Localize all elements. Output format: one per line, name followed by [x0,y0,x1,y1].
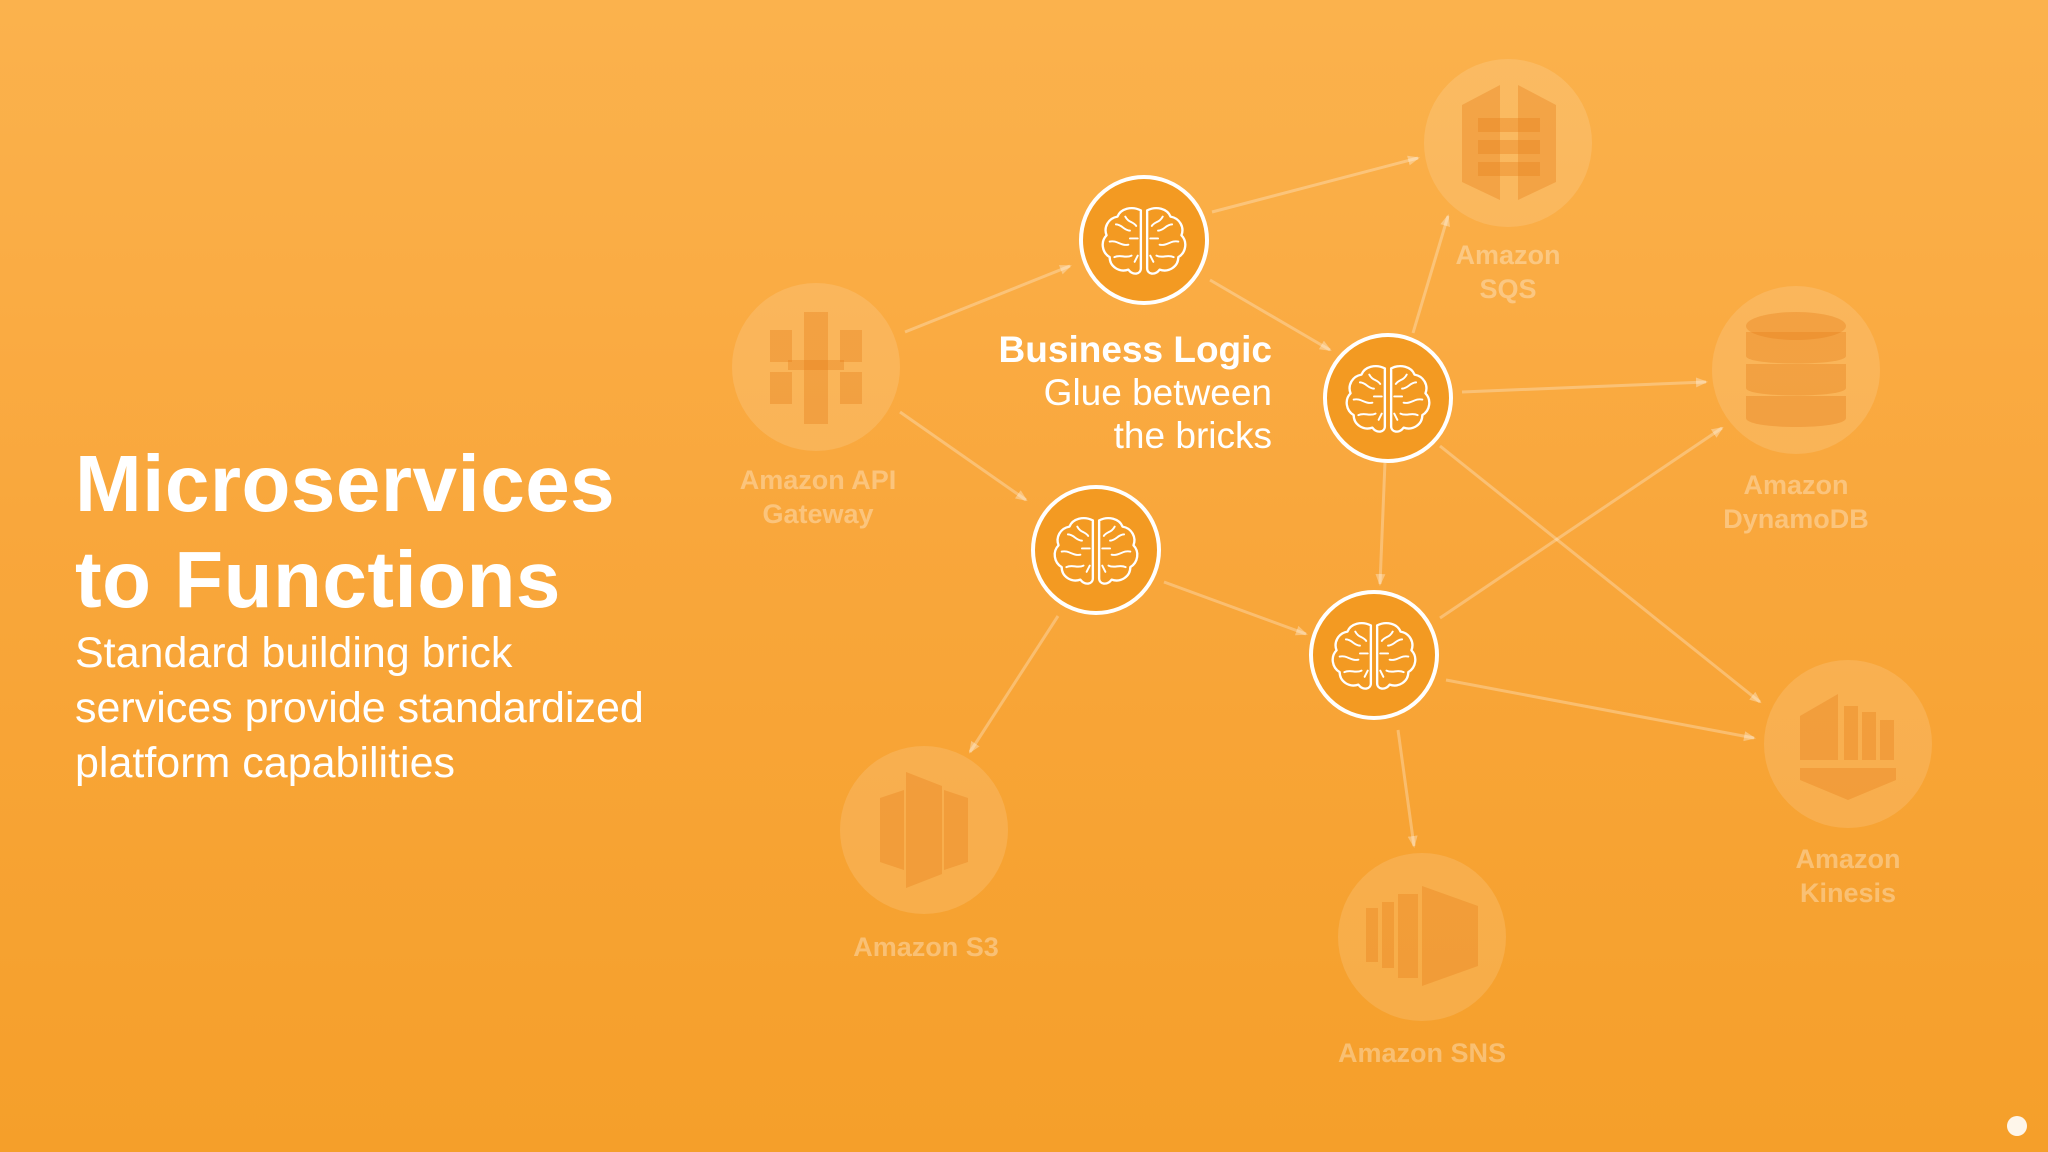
title-line-2: to Functions [75,535,561,624]
s3-label: Amazon S3 [853,932,999,962]
api-gateway-label: Amazon API Gateway [688,463,948,531]
api-gateway-label-line2: Gateway [762,499,874,529]
dynamodb-node [1712,286,1880,454]
s3-icon [880,772,968,888]
sqs-label: Amazon SQS [1378,238,1638,306]
business-logic-callout: Business Logic Glue between the bricks [900,328,1272,457]
kinesis-node [1764,660,1932,828]
function-node-top [1079,175,1209,305]
slide-progress-dot[interactable] [2007,1116,2027,1136]
kinesis-label-line1: Amazon [1795,844,1901,874]
api-gateway-label-line1: Amazon API [739,465,897,495]
slide-title: Microservices to Functions [75,436,615,628]
function-node-bottom [1309,590,1439,720]
sns-icon [1366,886,1478,986]
api-gateway-icon [770,312,862,424]
s3-node [840,746,1008,914]
callout-heading: Business Logic [998,329,1272,370]
slide-subtitle: Standard building brick services provide… [75,626,644,791]
kinesis-label-line2: Kinesis [1799,878,1897,908]
subtitle-line-2: services provide standardized [75,684,644,732]
title-line-1: Microservices [75,439,616,528]
sqs-label-line1: Amazon [1455,240,1561,270]
sns-node [1338,853,1506,1021]
function-node-right [1323,333,1453,463]
kinesis-label: Amazon Kinesis [1718,842,1978,910]
connector-arrows [899,155,1762,848]
sqs-icon [1462,85,1556,200]
sqs-node [1424,59,1592,227]
dynamodb-label-line1: Amazon [1743,470,1849,500]
api-gateway-node [732,283,900,451]
dynamodb-label: Amazon DynamoDB [1666,468,1926,536]
sns-label: Amazon SNS [1337,1038,1507,1068]
subtitle-line-3: platform capabilities [75,739,456,787]
function-node-left [1031,485,1161,615]
callout-line1: Glue between [1043,372,1272,413]
sqs-label-line2: SQS [1479,274,1537,304]
callout-line2: the bricks [1113,415,1272,456]
dynamodb-icon [1746,312,1846,427]
dynamodb-label-line2: DynamoDB [1723,504,1869,534]
kinesis-icon [1800,694,1896,800]
subtitle-line-1: Standard building brick [75,629,513,677]
